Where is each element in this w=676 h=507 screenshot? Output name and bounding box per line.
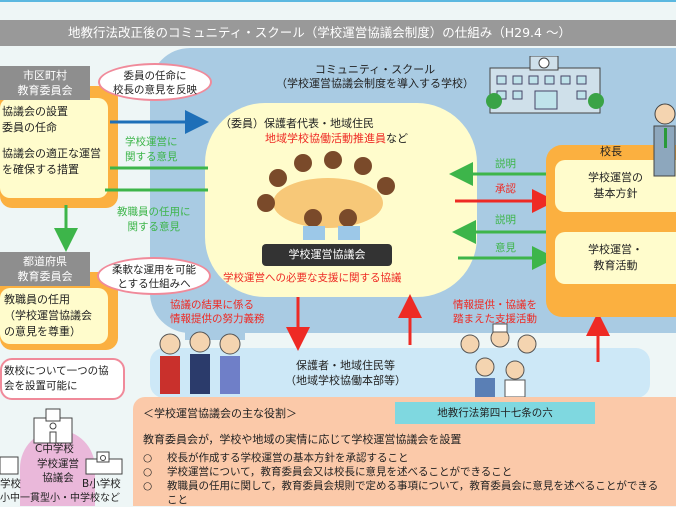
role-text: 学校運営について，教育委員会又は校長に意見を述べることができること: [167, 466, 513, 478]
staff-opinion-label: 教職員の任用に 関する意見: [117, 205, 191, 235]
b-school-icon: [85, 451, 125, 475]
law-article-tag: 地教行法第四十七条の六: [395, 402, 595, 424]
arrow-label-line: 学校運営に: [125, 136, 178, 148]
cluster-footer: 小中一貫型小・中学校など: [0, 493, 120, 504]
prefectural-board-box: 教職員の任用 （学校運営協議会 の意見を尊重）: [0, 288, 108, 344]
principal-label: 校長: [600, 145, 622, 158]
c-school-icon: [32, 408, 74, 444]
a-school-label: 学校: [0, 478, 21, 490]
bullet: ○: [143, 466, 153, 478]
municipal-board-label: 市区町村 教育委員会: [0, 66, 90, 100]
principal-figure-icon: [650, 100, 676, 195]
arrow-label-line: 関する意見: [127, 221, 181, 233]
arrow-label-line: 情報提供の努力義務: [170, 313, 265, 325]
bubble-line: 数校について一つの協: [4, 365, 109, 377]
box-line: 基本方針: [593, 187, 638, 200]
approve-label: 承認: [495, 183, 516, 195]
community-line: （地域学校協働本部等）: [285, 374, 406, 387]
role-text: 校長が作成する学校運営の基本方針を承認すること: [167, 452, 409, 464]
role-item: ○ 校長が作成する学校運営の基本方針を承認すること: [143, 451, 676, 465]
bullet: ○: [143, 480, 153, 492]
coordinator-label: 地域学校協働活動推進員: [265, 132, 386, 145]
bubble-line: 会を設置可能に: [4, 380, 78, 392]
prefectural-item: （学校運営協議会: [4, 309, 92, 322]
opinion-label: 意見: [495, 242, 516, 254]
bubble-line: 校長の意見を反映: [113, 84, 197, 96]
municipal-item: を確保する措置: [2, 163, 79, 176]
roles-intro: 教育委員会が，学校や地域の実情に応じて学校運営協議会を設置: [143, 433, 462, 446]
council-members: （委員）保護者代表・地域住民 地域学校協働活動推進員など: [220, 116, 408, 146]
school-building-icon: [485, 55, 605, 116]
label-line: 教育委員会: [17, 84, 73, 97]
community-label: 保護者・地域住民等 （地域学校協働本部等）: [285, 358, 406, 388]
explain-label-2: 説明: [495, 214, 516, 226]
arrow-label-line: 教職員の任用に: [117, 206, 191, 218]
municipal-item: 協議会の設置: [2, 105, 68, 118]
a-school-icon: [0, 453, 20, 475]
municipal-board-box: 協議会の設置 委員の任命 協議会の適正な運営 を確保する措置: [0, 98, 108, 198]
members-suffix: など: [386, 132, 408, 145]
community-school-title: コミュニティ・スクール （学校運営協議会制度を導入する学校）: [275, 63, 475, 91]
cs-subtitle: （学校運営協議会制度を導入する学校）: [276, 77, 474, 90]
role-text: 教職員の任用に関して，教育委員会規則で定める事項について，教育委員会に意見を述べ…: [167, 480, 659, 506]
roles-title: ＜学校運営協議会の主な役割＞: [143, 407, 297, 420]
role-item: ○ 学校運営について，教育委員会又は校長に意見を述べることができること: [143, 465, 676, 479]
arrow-label-line: 協議の結果に係る: [170, 299, 254, 311]
box-line: 教育活動: [593, 259, 638, 272]
top-border: [0, 0, 676, 2]
municipal-item: 委員の任命: [2, 121, 57, 134]
cs-title: コミュニティ・スクール: [314, 63, 436, 76]
flexible-bubble: 柔軟な運用を可能 とする仕組みへ: [97, 257, 211, 295]
multi-school-bubble: 数校について一つの協 会を設置可能に: [0, 358, 125, 400]
support-activity-label: 情報提供・協議を 踏まえた支援活動: [453, 298, 537, 326]
c-school-label: C中学校: [35, 443, 74, 455]
bubble-line: 柔軟な運用を可能: [112, 264, 196, 276]
basic-policy-box: 学校運営の 基本方針: [555, 160, 676, 212]
page-title: 地教行法改正後のコミュニティ・スクール（学校運営協議会制度）の仕組み（H29.4…: [0, 20, 676, 46]
prefectural-item: の意見を尊重）: [4, 325, 81, 338]
box-line: 学校運営の: [588, 171, 643, 184]
bullet: ○: [143, 452, 153, 464]
council-name-badge: 学校運営協議会: [262, 244, 392, 266]
arrow-label-line: 情報提供・協議を: [453, 299, 537, 311]
b-school-label: B小学校: [82, 478, 121, 490]
role-item: ○ 教職員の任用に関して，教育委員会規則で定める事項について，教育委員会に意見を述…: [143, 479, 663, 507]
members-line1: （委員）保護者代表・地域住民: [220, 117, 374, 130]
school-activity-box: 学校運営・ 教育活動: [555, 232, 676, 284]
prefectural-board-label: 都道府県 教育委員会: [0, 252, 90, 286]
council-line: 学校運営: [37, 458, 79, 470]
volunteers-illustration: [455, 322, 545, 398]
bubble-line: 委員の任命に: [123, 70, 187, 82]
meeting-illustration: [248, 148, 408, 240]
label-line: 教育委員会: [17, 270, 73, 283]
info-duty-label: 協議の結果に係る 情報提供の努力義務: [170, 298, 265, 326]
label-line: 市区町村: [23, 69, 67, 82]
arrow-label-line: 関する意見: [125, 151, 178, 163]
bubble-line: とする仕組みへ: [117, 278, 191, 290]
school-ops-opinion-label: 学校運営に 関する意見: [125, 135, 178, 165]
council-line: 協議会: [42, 472, 74, 484]
prefectural-item: 教職員の任用: [4, 293, 70, 306]
council-support-text: 学校運営への必要な支援に関する協議: [223, 272, 402, 284]
label-line: 都道府県: [23, 255, 67, 268]
cluster-council-label: 学校運営 協議会: [25, 457, 91, 485]
appointment-bubble: 委員の任命に 校長の意見を反映: [98, 63, 212, 101]
parents-illustration: [155, 330, 250, 395]
explain-label-1: 説明: [495, 158, 516, 170]
municipal-item: 協議会の適正な運営: [2, 147, 101, 160]
box-line: 学校運営・: [588, 243, 643, 256]
arrow-label-line: 踏まえた支援活動: [453, 313, 537, 325]
community-line: 保護者・地域住民等: [296, 359, 395, 372]
